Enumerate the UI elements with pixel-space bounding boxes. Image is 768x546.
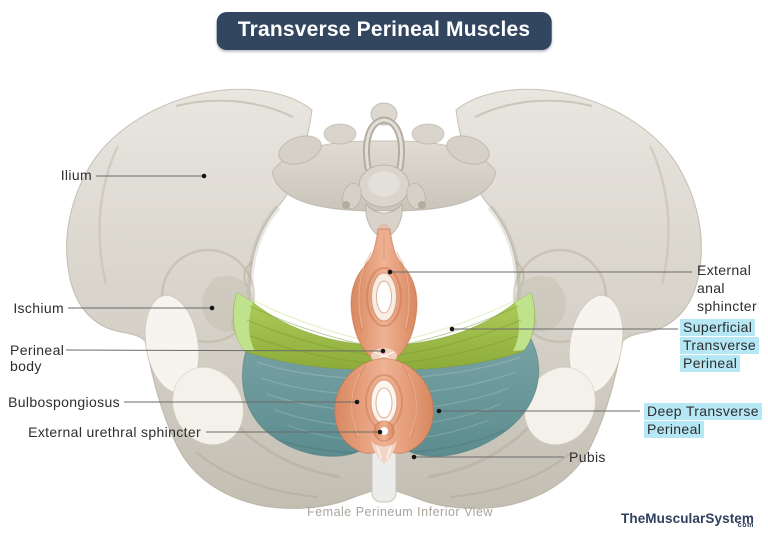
label-perineal-body: Perineal body (10, 342, 65, 374)
label-text-highlighted: Perineal (644, 421, 705, 438)
bulbospongiosus-muscle (334, 357, 434, 454)
title-badge: Transverse Perineal Muscles (216, 12, 552, 50)
brand-name: TheMuscularSystem (621, 511, 754, 526)
label-text: sphincter (697, 298, 757, 314)
label-text: Perineal (10, 342, 65, 358)
label-text-highlighted: Deep Transverse (644, 403, 762, 420)
label-text: Ilium (60, 167, 92, 183)
label-bulbospongiosus: Bulbospongiosus (0, 394, 120, 411)
label-ischium: Ischium (0, 300, 64, 317)
label-text: Bulbospongiosus (8, 394, 120, 410)
leader-dots (201, 173, 455, 460)
brand-tld: com (737, 522, 754, 529)
label-text: External urethral sphincter (28, 424, 201, 440)
label-text: anal (697, 280, 725, 296)
external-urethral-sphincter-muscle (371, 420, 397, 464)
leader-lines (65, 175, 692, 458)
label-superficial-transverse-perineal: Superficial Transverse Perineal (680, 319, 760, 373)
brand-logo: TheMuscularSystem com (621, 511, 754, 529)
label-text: Pubis (569, 449, 606, 465)
label-deep-transverse-perineal: Deep Transverse Perineal (644, 403, 762, 439)
sacrum-coccyx (271, 102, 497, 240)
label-text: Ischium (13, 300, 64, 316)
label-text-highlighted: Perineal (680, 355, 741, 372)
label-external-anal-sphincter: External anal sphincter (697, 261, 757, 315)
figure-caption: Female Perineum Inferior View (307, 505, 493, 519)
label-text-highlighted: Superficial (680, 319, 756, 336)
label-external-urethral-sphincter: External urethral sphincter (0, 424, 201, 441)
label-pubis: Pubis (569, 449, 606, 466)
external-anal-sphincter-muscle (350, 223, 418, 364)
label-text: External (697, 262, 752, 278)
label-text: body (10, 357, 42, 374)
label-text-highlighted: Transverse (680, 337, 760, 354)
page-title: Transverse Perineal Muscles (237, 18, 531, 41)
label-ilium: Ilium (0, 167, 92, 184)
